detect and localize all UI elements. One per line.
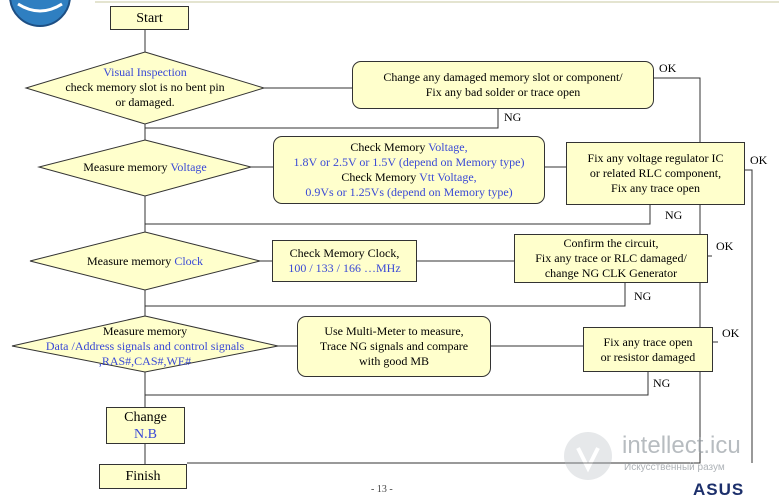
step3-ng-label: NG <box>634 289 652 303</box>
multimeter-measure-box: Use Multi-Meter to measure, Trace NG sig… <box>297 316 491 377</box>
step4-ng-label: NG <box>653 376 671 390</box>
globe-logo-icon <box>9 0 71 27</box>
asus-brand-logo: ASUS <box>693 480 745 499</box>
visual-inspection-decision: Visual Inspection check memory slot is n… <box>65 65 225 109</box>
confirm-circuit-box: Confirm the circuit, Fix any trace or RL… <box>514 234 708 283</box>
watermark-text: intellect.icu <box>622 432 741 459</box>
start-node: Start <box>110 6 189 30</box>
step4-ok-label: OK <box>722 326 740 340</box>
step2-ok-label: OK <box>750 153 768 167</box>
measure-voltage-decision: Measure memory Voltage <box>83 160 207 174</box>
check-memory-voltage-box: Check Memory Voltage, 1.8V or 2.5V or 1.… <box>273 136 545 204</box>
page-number: - 13 - <box>371 484 393 495</box>
watermark-logo-icon <box>564 432 612 480</box>
step1-ok-label: OK <box>659 61 677 75</box>
finish-label: Finish <box>125 469 161 484</box>
finish-node: Finish <box>99 464 187 489</box>
fix-trace-resistor-box: Fix any trace open or resistor damaged <box>583 327 713 372</box>
check-memory-clock-box: Check Memory Clock, 100 / 133 / 166 …MHz <box>272 240 417 282</box>
change-nb-box: Change N.B <box>106 407 185 444</box>
measure-signals-decision: Measure memory Data /Address signals and… <box>45 324 245 368</box>
start-label: Start <box>136 10 163 26</box>
step3-ok-label: OK <box>716 239 734 253</box>
measure-clock-decision: Measure memory Clock <box>87 254 203 268</box>
change-damaged-slot-action: Change any damaged memory slot or compon… <box>352 61 654 109</box>
fix-voltage-regulator-box: Fix any voltage regulator IC or related … <box>566 142 745 205</box>
watermark-subtext: Искусственный разум <box>624 462 725 473</box>
step1-ng-label: NG <box>504 110 522 124</box>
step2-ng-label: NG <box>665 208 683 222</box>
